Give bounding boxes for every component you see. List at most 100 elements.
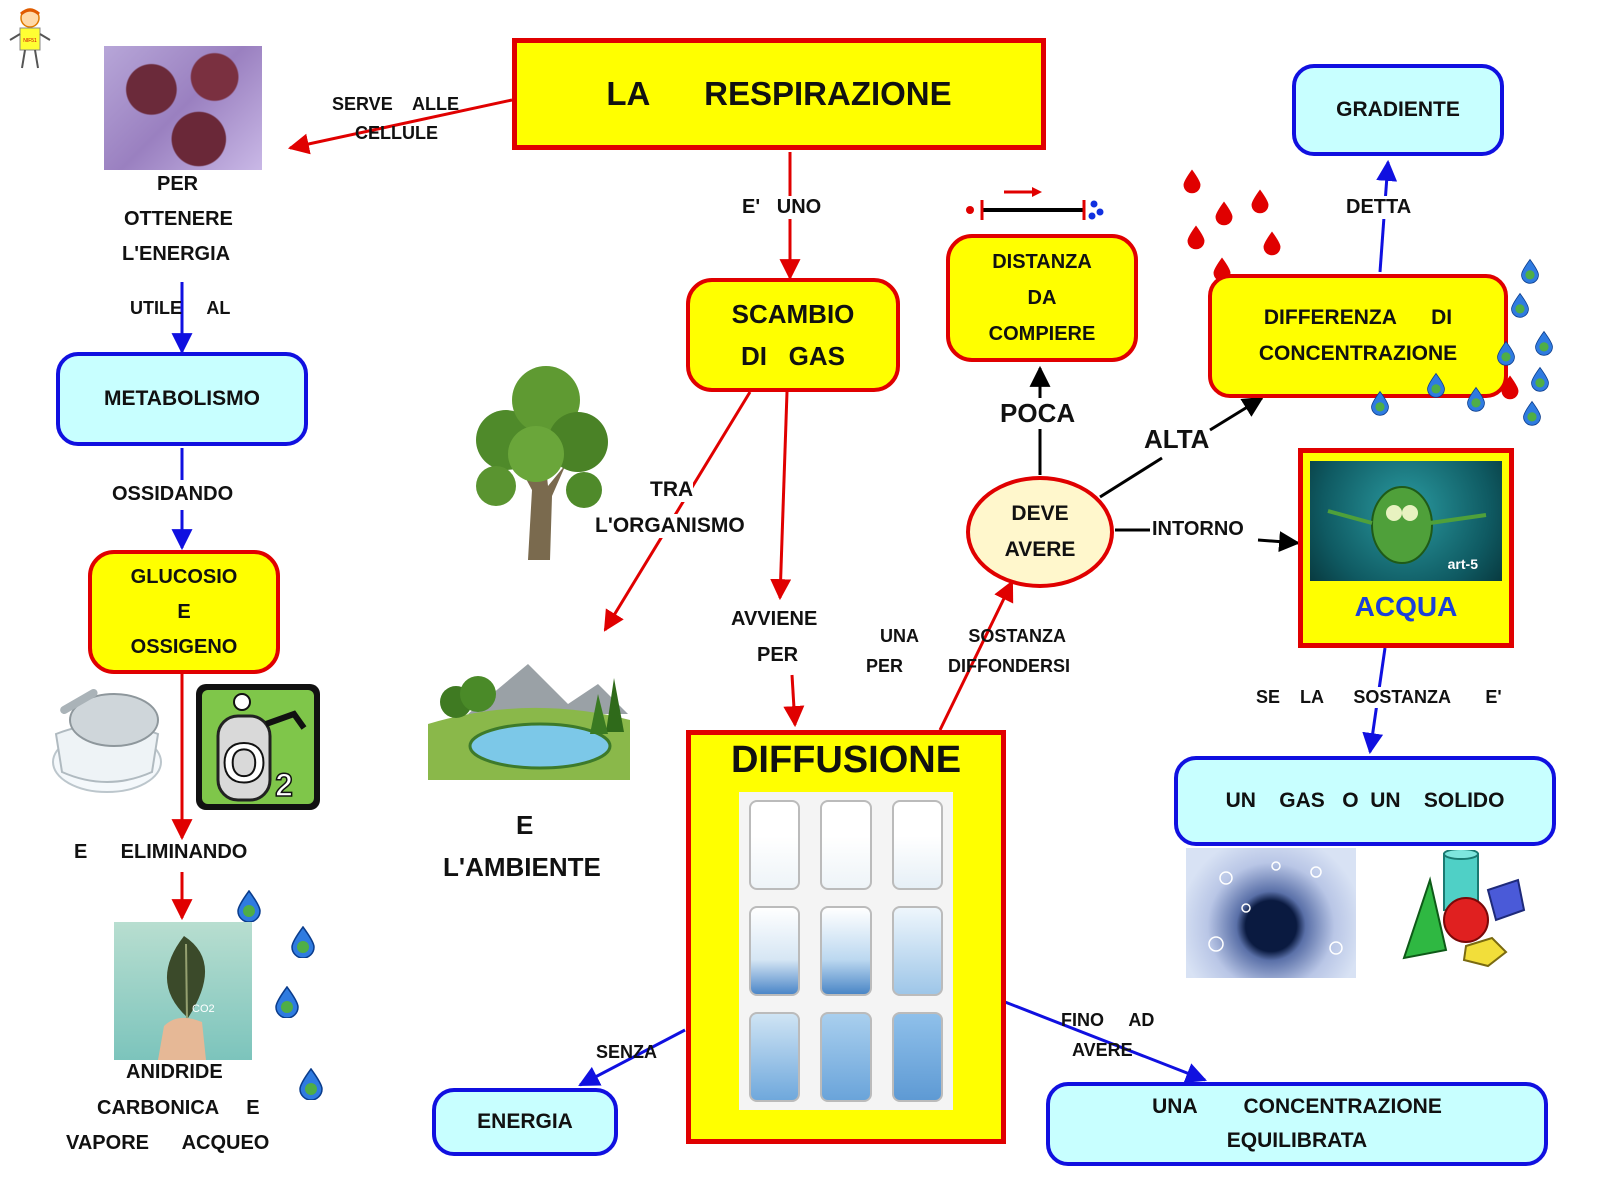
label-ottenere: OTTENERE: [124, 208, 233, 230]
water-drop-icon: [1511, 292, 1529, 318]
bubbles-image: [1186, 848, 1356, 978]
leaf-co2-image: CO2: [114, 922, 252, 1060]
glucosio-node: GLUCOSIO E OSSIGENO: [88, 550, 280, 674]
diffusion-jars-image: [739, 792, 953, 1110]
distanza-line2: DA: [1027, 287, 1057, 309]
concentrazione-line1: UNA CONCENTRAZIONE: [1152, 1095, 1442, 1118]
acqua-node: art-5 ACQUA: [1298, 448, 1514, 648]
label-ossidando: OSSIDANDO: [112, 483, 234, 506]
solids-icon: [1400, 850, 1530, 974]
label-sostanza-2: PER DIFFONDERSI: [866, 656, 1071, 676]
differenza-line2: CONCENTRAZIONE: [1258, 342, 1458, 365]
differenza-node: DIFFERENZA DI CONCENTRAZIONE: [1208, 274, 1508, 398]
glucosio-line1: GLUCOSIO: [130, 565, 238, 588]
gas-solido-node: UN GAS O UN SOLIDO: [1174, 756, 1556, 846]
energia-text: ENERGIA: [477, 1110, 573, 1133]
links-black: [1029, 365, 1301, 553]
tree-icon: [466, 360, 612, 560]
water-drop-icon: [1535, 330, 1553, 356]
label-detta: DETTA: [1346, 196, 1412, 219]
glucosio-line3: OSSIGENO: [130, 635, 238, 658]
label-utile-al: UTILE AL: [130, 298, 231, 318]
label-avviene-per: PER: [757, 644, 799, 667]
distanza-node: DISTANZA DA COMPIERE: [946, 234, 1138, 362]
gradiente-text: GRADIENTE: [1336, 98, 1460, 121]
cell-image: [104, 46, 262, 170]
cartoon-water-image: art-5: [1310, 461, 1502, 581]
red-drop-icon: [1251, 189, 1269, 214]
label-intorno: INTORNO: [1152, 518, 1244, 541]
gas-solido-text: UN GAS O UN SOLIDO: [1225, 789, 1505, 812]
gradient-molecules-icon: [962, 178, 1112, 228]
oxygen-tank-icon: O 2: [196, 684, 320, 810]
distanza-line3: COMPIERE: [988, 323, 1096, 345]
label-e-uno: E' UNO: [742, 196, 822, 219]
water-drop-icon: [1467, 386, 1485, 412]
red-drop-icon: [1501, 375, 1519, 400]
label-alta: ALTA: [1144, 424, 1210, 455]
water-drop-icon: [1523, 400, 1541, 426]
scambio-line1: SCAMBIO: [731, 299, 855, 329]
label-e-eliminando: E ELIMINANDO: [74, 841, 248, 864]
distanza-line1: DISTANZA: [992, 251, 1092, 273]
water-drop-icon: [275, 986, 299, 1018]
co2-text: CO2: [192, 1003, 215, 1015]
water-drop-icon: [1531, 366, 1549, 392]
water-drop-icon: [1521, 258, 1539, 284]
label-cellule: CELLULE: [355, 123, 438, 143]
energia-node: ENERGIA: [432, 1088, 618, 1156]
red-drop-icon: [1183, 169, 1201, 194]
mascot-badge: NIF51: [23, 38, 37, 44]
label-ambiente: L'AMBIENTE: [443, 852, 601, 882]
label-vapore: VAPORE ACQUEO: [66, 1132, 270, 1154]
art-watermark: art-5: [1448, 556, 1479, 572]
deve-line1: DEVE: [1011, 502, 1069, 525]
diffusione-node: DIFFUSIONE: [686, 730, 1006, 1144]
page-title: LA RESPIRAZIONE: [606, 75, 952, 112]
label-anidride: ANIDRIDE: [126, 1061, 223, 1083]
label-sostanza-1: UNA SOSTANZA: [880, 626, 1067, 646]
scambio-line2: DI GAS: [740, 341, 845, 371]
label-serve-alle: SERVE ALLE: [332, 94, 460, 114]
water-drop-icon: [1371, 390, 1389, 416]
svg-text:2: 2: [275, 767, 293, 803]
mascot-icon: NIF51: [8, 6, 52, 72]
deve-avere-node: DEVE AVERE: [966, 476, 1114, 588]
water-drop-icon: [291, 926, 315, 958]
label-avere: AVERE: [1072, 1040, 1133, 1060]
red-drop-icon: [1215, 201, 1233, 226]
label-avviene: AVVIENE: [731, 608, 818, 631]
label-per: PER: [157, 173, 199, 195]
water-drop-icon: [299, 1068, 323, 1100]
water-drop-icon: [1497, 340, 1515, 366]
label-senza: SENZA: [596, 1042, 658, 1062]
sugar-bowl-icon: [48, 684, 166, 796]
deve-line2: AVERE: [1004, 538, 1076, 561]
water-drop-icon: [237, 890, 261, 922]
red-drop-icon: [1263, 231, 1281, 256]
metabolismo-node: METABOLISMO: [56, 352, 308, 446]
label-carbonica: CARBONICA E: [97, 1097, 260, 1119]
scambio-gas-node: SCAMBIO DI GAS: [686, 278, 900, 392]
glucosio-line2: E: [177, 600, 191, 623]
gradiente-node: GRADIENTE: [1292, 64, 1504, 156]
svg-text:O: O: [222, 731, 266, 794]
red-drop-icon: [1187, 225, 1205, 250]
landscape-icon: [428, 654, 630, 780]
label-poca: POCA: [1000, 398, 1076, 429]
diffusione-title: DIFFUSIONE: [730, 739, 962, 781]
label-tra: TRA: [650, 478, 694, 502]
concentrazione-line2: EQUILIBRATA: [1226, 1129, 1368, 1152]
links-red: [171, 98, 1014, 921]
acqua-text: ACQUA: [1354, 591, 1458, 622]
label-organismo: L'ORGANISMO: [595, 514, 745, 538]
concentrazione-node: UNA CONCENTRAZIONE EQUILIBRATA: [1046, 1082, 1548, 1166]
label-energia-cell: L'ENERGIA: [122, 243, 231, 265]
label-e-ambiente-e: E: [516, 810, 534, 840]
label-se-la-sostanza: SE LA SOSTANZA E': [1256, 687, 1502, 708]
title-node: LA RESPIRAZIONE: [512, 38, 1046, 150]
water-drop-icon: [1427, 372, 1445, 398]
metabolismo-text: METABOLISMO: [104, 387, 260, 410]
differenza-line1: DIFFERENZA DI: [1263, 306, 1453, 329]
label-fino-ad: FINO AD: [1061, 1010, 1155, 1030]
